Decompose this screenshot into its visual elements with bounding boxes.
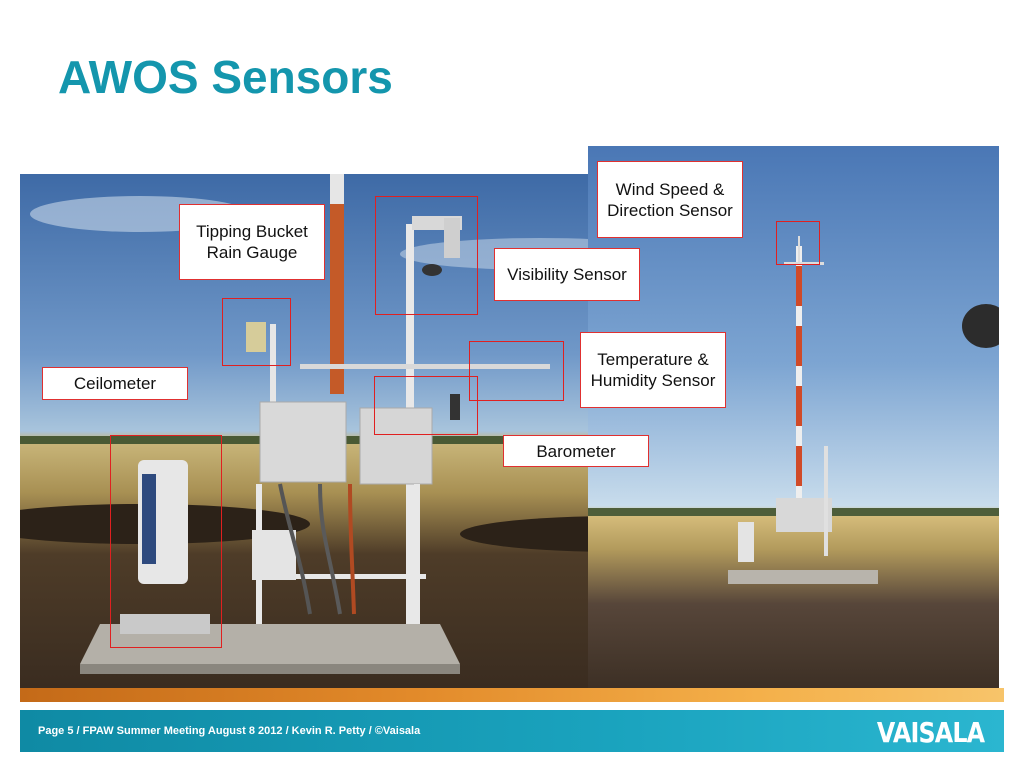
temperature-highlight <box>469 341 564 401</box>
footer-bar: Page 5 / FPAW Summer Meeting August 8 20… <box>20 710 1004 752</box>
distant-station-illustration <box>588 236 999 584</box>
vaisala-logo: VAISALA <box>876 716 985 749</box>
label-tipping-bucket-rain-gauge: Tipping Bucket Rain Gauge <box>179 204 325 280</box>
label-wind-speed-direction-sensor: Wind Speed & Direction Sensor <box>597 161 743 238</box>
label-ceilometer: Ceilometer <box>42 367 188 400</box>
station-illustration <box>20 174 704 674</box>
footer-text: Page 5 / FPAW Summer Meeting August 8 20… <box>38 725 421 737</box>
label-barometer: Barometer <box>503 435 649 467</box>
slide-title: AWOS Sensors <box>58 51 393 103</box>
barometer-highlight <box>374 376 478 435</box>
wind-sensor-highlight <box>776 221 820 265</box>
orange-stripe <box>20 688 1004 702</box>
label-temperature-humidity-sensor: Temperature & Humidity Sensor <box>580 332 726 408</box>
rain-gauge-highlight <box>222 298 291 366</box>
label-visibility-sensor: Visibility Sensor <box>494 248 640 301</box>
ceilometer-highlight <box>110 435 222 648</box>
wind-visibility-highlight <box>375 196 478 315</box>
